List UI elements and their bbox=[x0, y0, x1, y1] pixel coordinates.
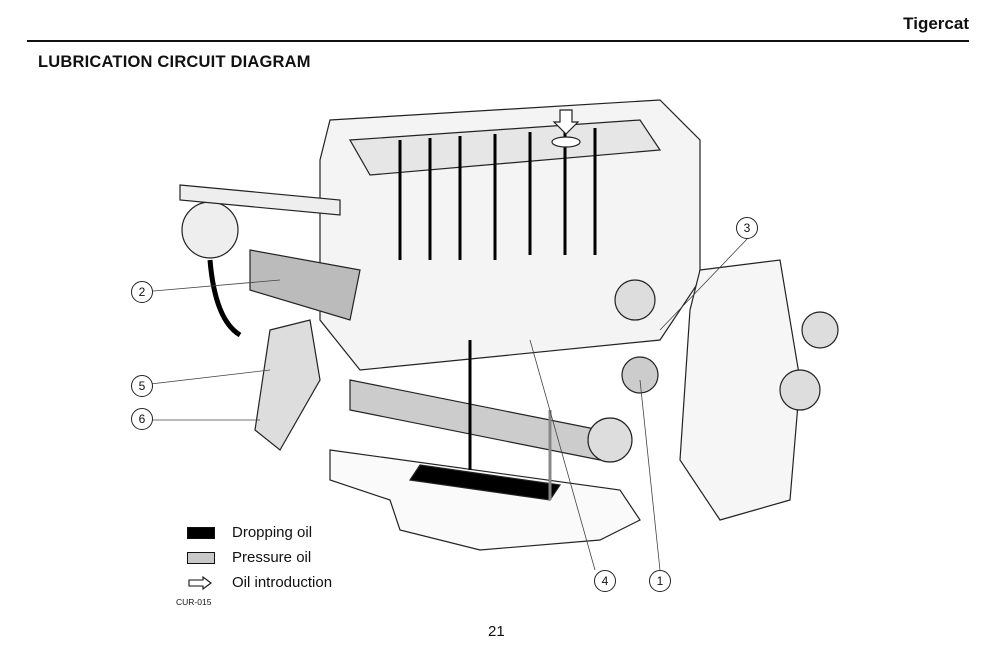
callout-1: 1 bbox=[649, 570, 671, 592]
engine-lubrication-illustration bbox=[141, 99, 839, 571]
legend: Dropping oil Pressure oil Oil introducti… bbox=[182, 520, 332, 595]
outline-arrow-right-icon bbox=[188, 575, 212, 590]
legend-item-dropping-oil: Dropping oil bbox=[182, 520, 332, 545]
cam-gear bbox=[614, 279, 656, 321]
oil-introduction-arrow-icon bbox=[552, 109, 580, 135]
figure-code: CUR-015 bbox=[176, 597, 212, 607]
page-title: LUBRICATION CIRCUIT DIAGRAM bbox=[38, 53, 311, 71]
legend-item-pressure-oil: Pressure oil bbox=[182, 545, 332, 570]
legend-label: Pressure oil bbox=[232, 549, 312, 566]
legend-item-oil-introduction: Oil introduction bbox=[182, 570, 332, 595]
crank-pulley bbox=[587, 417, 633, 463]
dropping-oil-swatch-icon bbox=[187, 526, 215, 539]
callout-3: 3 bbox=[736, 217, 758, 239]
timing-gear bbox=[779, 369, 821, 411]
callout-5: 5 bbox=[131, 375, 153, 397]
oil-pump-gear bbox=[621, 356, 659, 394]
callout-6: 6 bbox=[131, 408, 153, 430]
oil-filter-housing bbox=[254, 319, 321, 451]
turbo-oil-line bbox=[207, 259, 242, 338]
oil-gallery-drops bbox=[398, 128, 597, 260]
timing-cover bbox=[679, 259, 801, 521]
page-number: 21 bbox=[488, 623, 505, 640]
oil-cooler bbox=[249, 249, 361, 321]
legend-label: Dropping oil bbox=[232, 524, 313, 541]
oil-filler-cap bbox=[551, 136, 581, 148]
cylinder-head bbox=[349, 119, 662, 176]
oil-pan bbox=[329, 449, 641, 551]
legend-label: Oil introduction bbox=[232, 574, 333, 591]
callout-2: 2 bbox=[131, 281, 153, 303]
header-divider bbox=[27, 40, 969, 42]
pressure-oil-swatch-icon bbox=[187, 551, 215, 564]
brand-name: Tigercat bbox=[903, 14, 969, 33]
callout-4: 4 bbox=[594, 570, 616, 592]
timing-gear bbox=[801, 311, 839, 349]
exhaust-manifold bbox=[179, 184, 341, 216]
crankshaft bbox=[349, 379, 601, 461]
turbocharger bbox=[181, 201, 239, 259]
